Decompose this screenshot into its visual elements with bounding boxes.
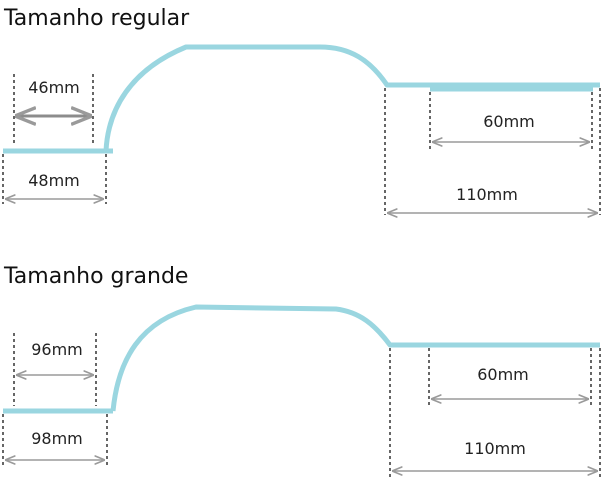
regular-profile-shape <box>3 44 600 154</box>
grande-figure <box>2 304 601 478</box>
regular-dim-right-outer-label: 110mm <box>456 185 518 204</box>
grande-dim-right-outer-label: 110mm <box>464 439 526 458</box>
regular-dim-outer-label: 48mm <box>28 171 80 190</box>
grande-dim-right-inner-label: 60mm <box>477 365 529 384</box>
grande-dim-inner-label: 96mm <box>31 340 83 359</box>
regular-figure <box>2 44 601 215</box>
title-regular: Tamanho regular <box>4 6 190 31</box>
title-grande: Tamanho grande <box>4 264 189 289</box>
regular-dim-inner-label: 46mm <box>28 78 80 97</box>
grande-dim-outer-label: 98mm <box>31 429 83 448</box>
regular-dim-right-inner-label: 60mm <box>483 112 535 131</box>
grande-profile-shape <box>3 304 600 414</box>
